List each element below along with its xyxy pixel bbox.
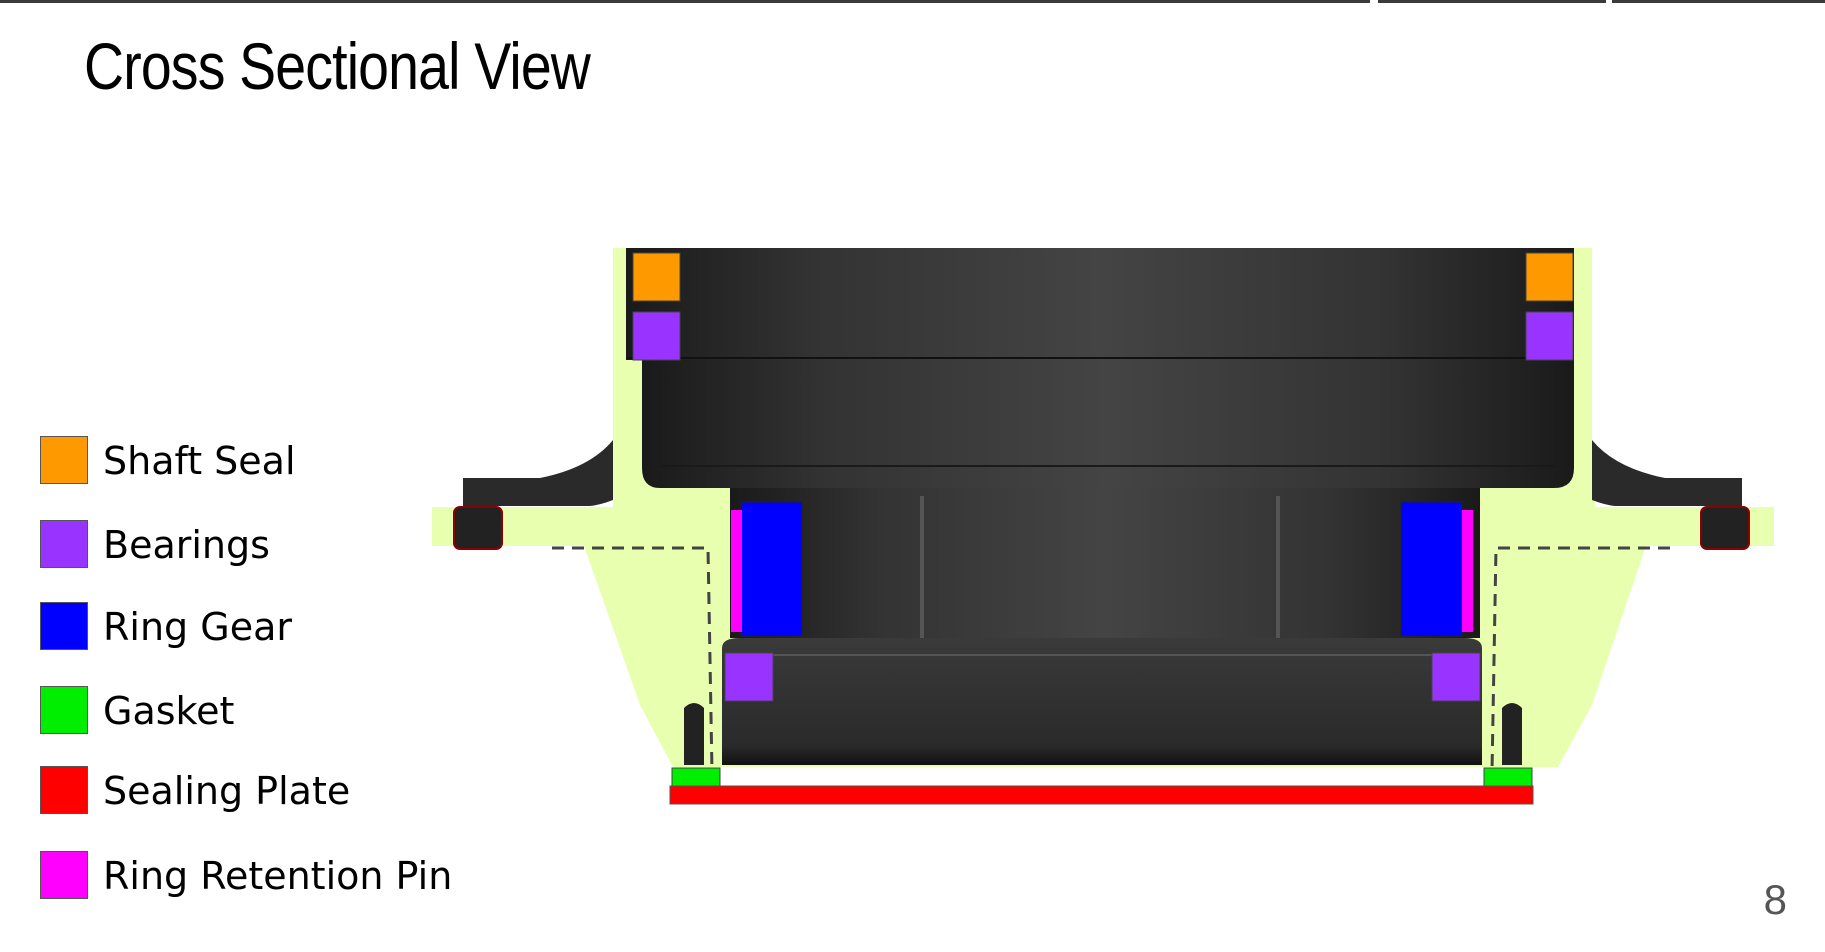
bearing-top-left [632,311,681,361]
shaft-seal-left [632,252,681,302]
legend-swatch [40,436,88,484]
housing-cavity-right [1490,546,1670,773]
bearing-bottom-right [1431,652,1481,702]
gasket-left [671,767,721,787]
ring-gear-left [740,501,803,637]
legend-swatch [40,686,88,734]
bearing-top-right [1525,311,1574,361]
flange-left [463,440,613,506]
page-number: 8 [1763,876,1787,923]
legend-label: Sealing Plate [103,769,351,813]
shaft-top [626,248,1574,360]
legend-swatch [40,602,88,650]
top-divider [0,0,1370,3]
gasket-right [1483,767,1533,787]
legend-swatch [40,766,88,814]
page-title: Cross Sectional View [84,29,591,103]
retention-pin-left [731,510,742,632]
retention-pin-right [1462,510,1473,632]
legend-label: Gasket [103,689,235,733]
lower-body [722,638,1482,765]
top-divider [1612,0,1825,3]
flange-bolt-left [453,506,503,550]
shaft-seal-right [1525,252,1574,302]
upper-body [642,360,1574,488]
legend-swatch [40,851,88,899]
top-divider [1378,0,1606,3]
legend-label: Shaft Seal [103,439,296,483]
gear-section [730,488,1480,638]
legend-label: Ring Gear [103,605,292,649]
flange-bolt-right [1700,506,1750,550]
flange-right [1592,440,1742,506]
housing-cavity-left [552,546,714,773]
bearing-bottom-left [724,652,774,702]
legend-swatch [40,520,88,568]
legend-label: Ring Retention Pin [103,854,453,898]
bottom-bolt-left [684,703,704,765]
bottom-bolt-right [1502,703,1522,765]
ring-gear-right [1400,501,1463,637]
sealing-plate [669,785,1534,805]
legend-label: Bearings [103,523,270,567]
